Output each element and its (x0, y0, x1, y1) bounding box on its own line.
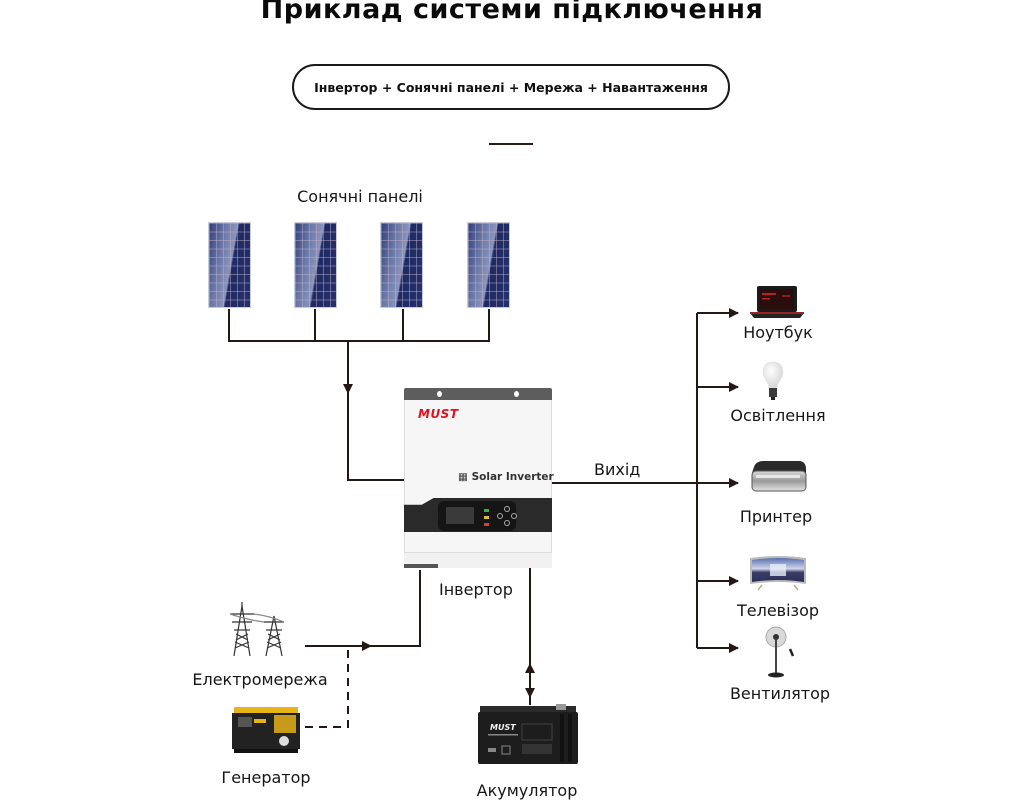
battery-label: Акумулятор (476, 781, 578, 800)
source-label-grid: Електромережа (192, 670, 328, 689)
source-label-generator: Генератор (221, 768, 311, 787)
grid-wire (305, 570, 421, 647)
divider (489, 143, 533, 145)
battery-brand-logo: MUST (490, 723, 516, 732)
generator-wire (305, 646, 349, 728)
inverter-brand-logo: MUST (418, 407, 459, 421)
battery-icon: MUST (478, 704, 578, 764)
fan-icon (765, 626, 795, 678)
tv-icon (750, 556, 806, 591)
grid-arrow (362, 641, 372, 651)
solar-panels-label: Сонячні панелі (297, 187, 423, 206)
solar-panel-icon (294, 222, 337, 308)
solar-to-inverter-wire (347, 341, 404, 481)
solar-arrow (343, 384, 353, 394)
battery-arrow-up (525, 663, 535, 673)
load-label-tv: Телевізор (736, 601, 820, 620)
printer-icon (751, 461, 807, 492)
page-title: Приклад системи підключення (260, 0, 764, 25)
load-label-lighting: Освітлення (730, 406, 826, 425)
laptop-icon (750, 286, 804, 318)
solar-panel-icon (380, 222, 423, 308)
light-bulb-icon (762, 361, 784, 400)
inverter-lcd (446, 507, 474, 524)
solar-panel-icon (467, 222, 510, 308)
load-label-laptop: Ноутбук (743, 323, 813, 342)
solar-panel-icon (208, 222, 251, 308)
configuration-badge: Інвертор + Сонячні панелі + Мережа + Нав… (292, 64, 730, 110)
generator-icon (232, 707, 300, 753)
inverter-icon: MUST ▦ Solar Inverter (404, 388, 554, 568)
inverter-model-text: ▦ Solar Inverter (458, 471, 554, 483)
configuration-label: Інвертор + Сонячні панелі + Мережа + Нав… (314, 79, 708, 95)
output-label: Вихід (594, 460, 641, 479)
power-grid-icon (229, 602, 285, 657)
inverter-label: Інвертор (439, 580, 513, 599)
load-label-printer: Принтер (739, 507, 813, 526)
battery-arrow-down (525, 688, 535, 698)
load-label-fan: Вентилятор (729, 684, 831, 703)
